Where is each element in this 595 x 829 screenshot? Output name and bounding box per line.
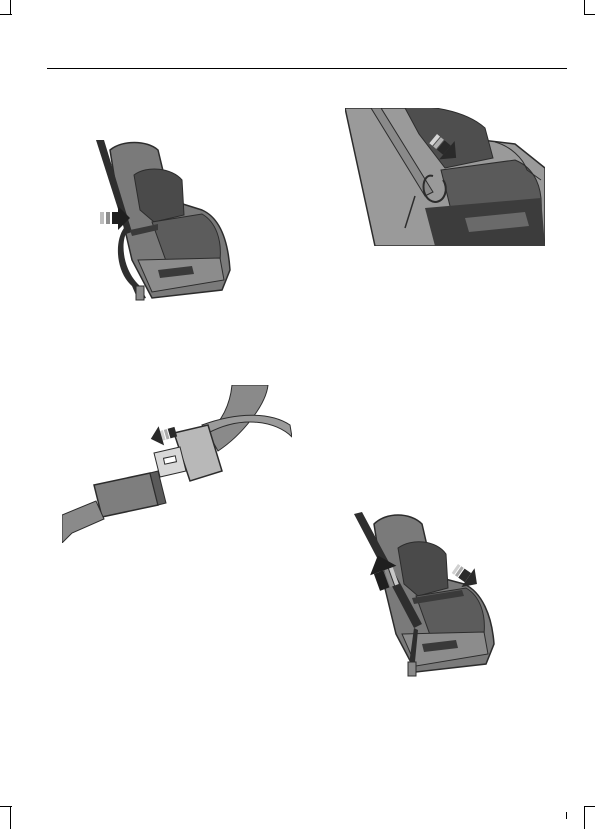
crop-mark-bottom-left-horizontal [0, 806, 12, 807]
figure-child-seat-tighten [352, 512, 504, 680]
crop-mark-bottom-right-horizontal [584, 806, 595, 807]
pull-up-arrow-icon [370, 555, 399, 591]
child-seat-pull-belt-tight-icon [354, 512, 495, 677]
crop-mark-top-left-vertical [10, 0, 11, 14]
child-seat-closeup-press-down-icon [345, 108, 545, 246]
crop-mark-top-left-horizontal [0, 14, 12, 15]
child-seat-belt-routed-through-seat-icon [96, 140, 231, 301]
header-rule [47, 68, 567, 69]
insert-arrow-icon [150, 426, 178, 446]
crop-mark-top-right-vertical [584, 0, 585, 14]
crop-mark-bottom-left-vertical [10, 806, 11, 829]
push-arrow-icon [100, 206, 130, 230]
press-down-arrow-icon [429, 134, 457, 160]
press-in-arrow-icon [451, 564, 477, 588]
figure-belt-tongue-buckle [62, 385, 292, 543]
seat-belt-tongue-into-buckle-icon [62, 385, 292, 543]
crop-mark-top-right-horizontal [584, 14, 595, 15]
figure-child-seat-belt-routing [92, 140, 240, 302]
page-tick-mark [566, 812, 567, 819]
crop-mark-bottom-right-vertical [584, 806, 585, 829]
figure-child-seat-closeup [345, 108, 545, 246]
